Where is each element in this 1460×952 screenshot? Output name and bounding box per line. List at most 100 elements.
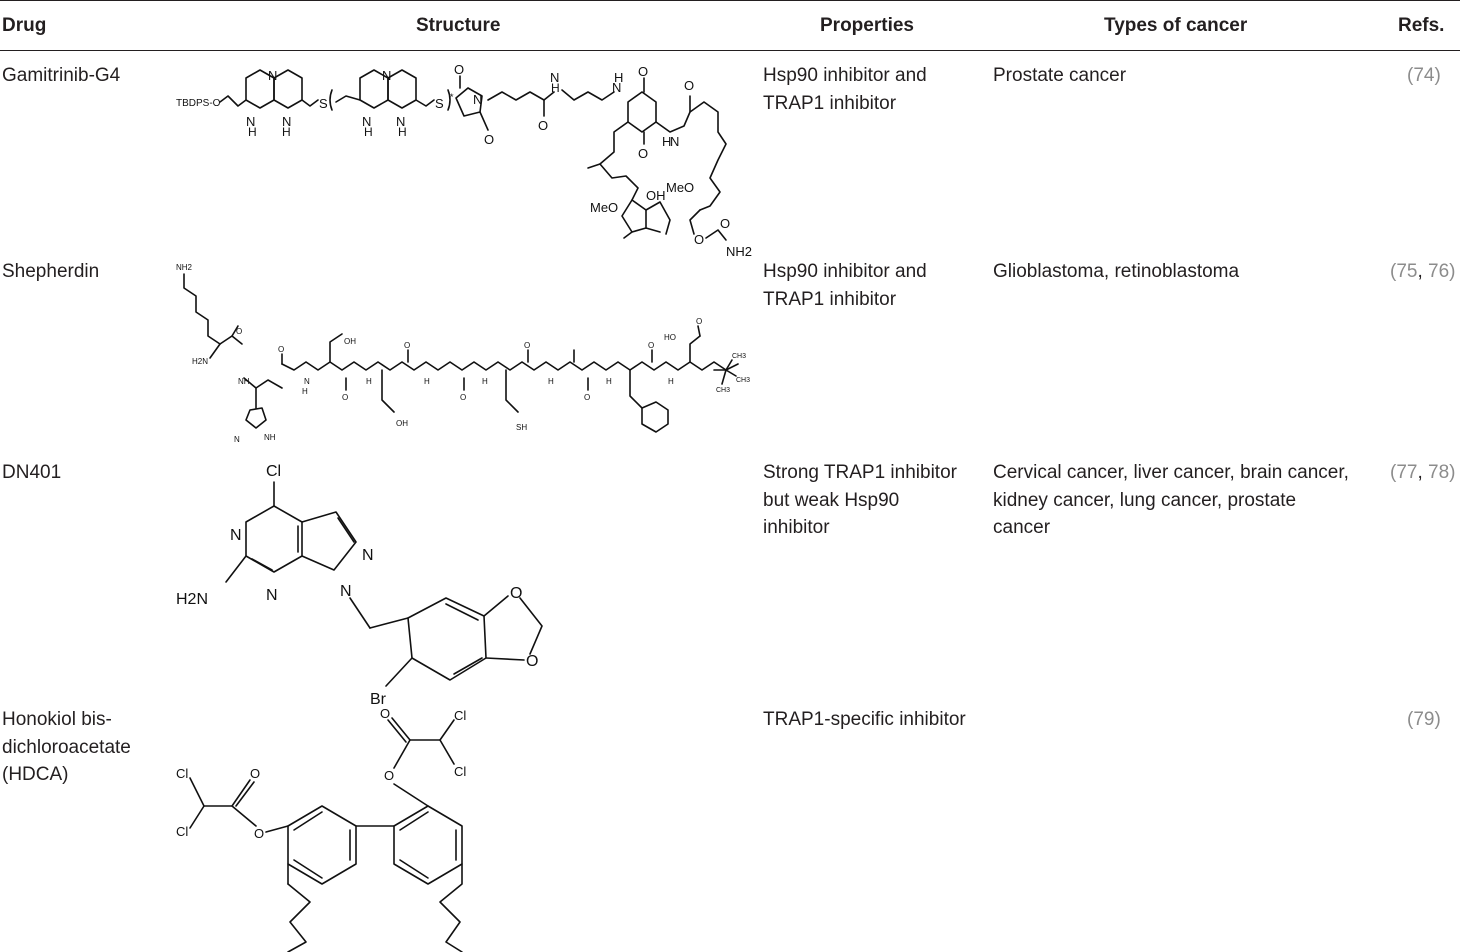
svg-text:O: O <box>380 706 390 721</box>
svg-text:N: N <box>362 547 374 564</box>
row3-properties: Strong TRAP1 inhibitor but weak Hsp90 in… <box>763 462 957 538</box>
svg-text:O: O <box>638 146 648 161</box>
svg-text:CH3: CH3 <box>736 377 750 384</box>
svg-text:OH: OH <box>396 419 408 428</box>
svg-text:O: O <box>278 345 284 354</box>
row2-drug: Shepherdin <box>2 261 100 282</box>
header-properties: Properties <box>820 15 914 36</box>
header-cancer: Types of cancer <box>1104 15 1248 36</box>
svg-text:H2N: H2N <box>176 591 208 608</box>
header-structure: Structure <box>416 15 501 36</box>
row3-cancer: Cervical cancer, liver cancer, brain can… <box>993 462 1349 538</box>
svg-text:N: N <box>550 70 559 85</box>
row1-properties: Hsp90 inhibitor and TRAP1 inhibitor <box>763 65 927 114</box>
svg-text:*: * <box>450 92 454 102</box>
svg-text:O: O <box>696 317 702 326</box>
svg-text:H: H <box>668 377 674 386</box>
svg-text:H: H <box>662 134 671 149</box>
row1-cancer: Prostate cancer <box>993 65 1127 86</box>
svg-text:N: N <box>340 583 352 600</box>
table-top-rule <box>0 0 1460 1</box>
ref-link-78[interactable]: 78 <box>1428 462 1450 483</box>
ref-link-77[interactable]: 77 <box>1396 462 1418 483</box>
svg-text:N: N <box>304 377 310 386</box>
svg-text:CH3: CH3 <box>716 387 730 394</box>
svg-text:H: H <box>282 125 291 139</box>
svg-text:O: O <box>684 78 694 93</box>
svg-text:H: H <box>614 70 623 85</box>
svg-text:O: O <box>648 341 654 350</box>
svg-text:N: N <box>230 527 242 544</box>
svg-text:O: O <box>720 216 730 231</box>
svg-text:OH: OH <box>646 188 666 203</box>
svg-text:S: S <box>319 96 328 111</box>
svg-text:H: H <box>548 377 554 386</box>
svg-text:N: N <box>362 114 371 129</box>
svg-text:O: O <box>254 826 264 841</box>
svg-text:CH3: CH3 <box>732 353 746 360</box>
row2-cancer: Glioblastoma, retinoblastoma <box>993 261 1240 282</box>
svg-text:O: O <box>454 62 464 77</box>
svg-text:SH: SH <box>516 423 527 432</box>
svg-text:OH: OH <box>344 337 356 346</box>
ref-link-74[interactable]: 74 <box>1413 65 1435 86</box>
svg-text:O: O <box>404 341 410 350</box>
row3-drug: DN401 <box>2 462 62 483</box>
svg-text:O: O <box>524 341 530 350</box>
svg-text:O: O <box>538 118 548 133</box>
ref-link-76[interactable]: 76 <box>1428 261 1450 282</box>
svg-text:O: O <box>236 327 242 336</box>
row1-refs: (74) <box>1407 65 1441 86</box>
svg-text:O: O <box>460 393 466 402</box>
svg-text:H: H <box>551 81 560 95</box>
svg-text:Cl: Cl <box>176 766 188 781</box>
svg-text:N: N <box>234 435 240 444</box>
row4-properties: TRAP1-specific inhibitor <box>763 709 966 730</box>
svg-text:O: O <box>342 393 348 402</box>
svg-text:H: H <box>398 125 407 139</box>
svg-text:O: O <box>484 132 494 147</box>
svg-text:N: N <box>246 114 255 129</box>
svg-text:Br: Br <box>370 691 387 708</box>
ref-link-75[interactable]: 75 <box>1396 261 1418 282</box>
svg-text:N: N <box>612 80 621 95</box>
svg-text:H: H <box>482 377 488 386</box>
svg-text:N: N <box>670 134 679 149</box>
row1-drug: Gamitrinib-G4 <box>2 65 121 86</box>
svg-text:TBDPS-O: TBDPS-O <box>176 98 221 109</box>
svg-text:N: N <box>282 114 291 129</box>
structure-gamitrinib-g4: TBDPS-O N N H N H S N N H N H S * N O O <box>170 60 760 260</box>
svg-text:H: H <box>364 125 373 139</box>
svg-text:H: H <box>302 387 308 396</box>
svg-text:N: N <box>268 68 277 83</box>
row2-properties: Hsp90 inhibitor and TRAP1 inhibitor <box>763 261 927 310</box>
svg-text:MeO: MeO <box>666 180 694 195</box>
svg-text:NH: NH <box>264 433 276 442</box>
header-drug: Drug <box>2 15 47 36</box>
svg-text:H2N: H2N <box>192 357 208 366</box>
svg-text:NH2: NH2 <box>176 263 193 272</box>
svg-text:MeO: MeO <box>590 200 618 215</box>
svg-text:Cl: Cl <box>176 824 188 839</box>
svg-text:O: O <box>584 393 590 402</box>
svg-text:NH2: NH2 <box>726 244 752 259</box>
row2-refs: (75, 76) <box>1390 261 1456 282</box>
svg-text:H: H <box>424 377 430 386</box>
svg-text:O: O <box>384 768 394 783</box>
svg-text:Cl: Cl <box>454 764 466 779</box>
row3-refs: (77, 78) <box>1390 462 1456 483</box>
ref-link-79[interactable]: 79 <box>1413 709 1435 730</box>
structure-shepherdin: NH2 H2N O NH N NH O H N OH O H OH O H O … <box>170 260 760 460</box>
svg-text:N: N <box>266 587 278 604</box>
row4-refs: (79) <box>1407 709 1441 730</box>
header-refs: Refs. <box>1398 15 1445 36</box>
svg-text:O: O <box>638 64 648 79</box>
table-header-rule <box>0 50 1460 51</box>
svg-text:O: O <box>694 232 704 247</box>
svg-text:HO: HO <box>664 333 676 342</box>
svg-text:Cl: Cl <box>454 708 466 723</box>
structure-hdca: Cl Cl O O O O Cl Cl <box>170 706 500 952</box>
svg-text:H: H <box>366 377 372 386</box>
row4-drug: Honokiol bis- dichloroacetate (HDCA) <box>2 709 131 785</box>
svg-text:N: N <box>473 92 482 107</box>
